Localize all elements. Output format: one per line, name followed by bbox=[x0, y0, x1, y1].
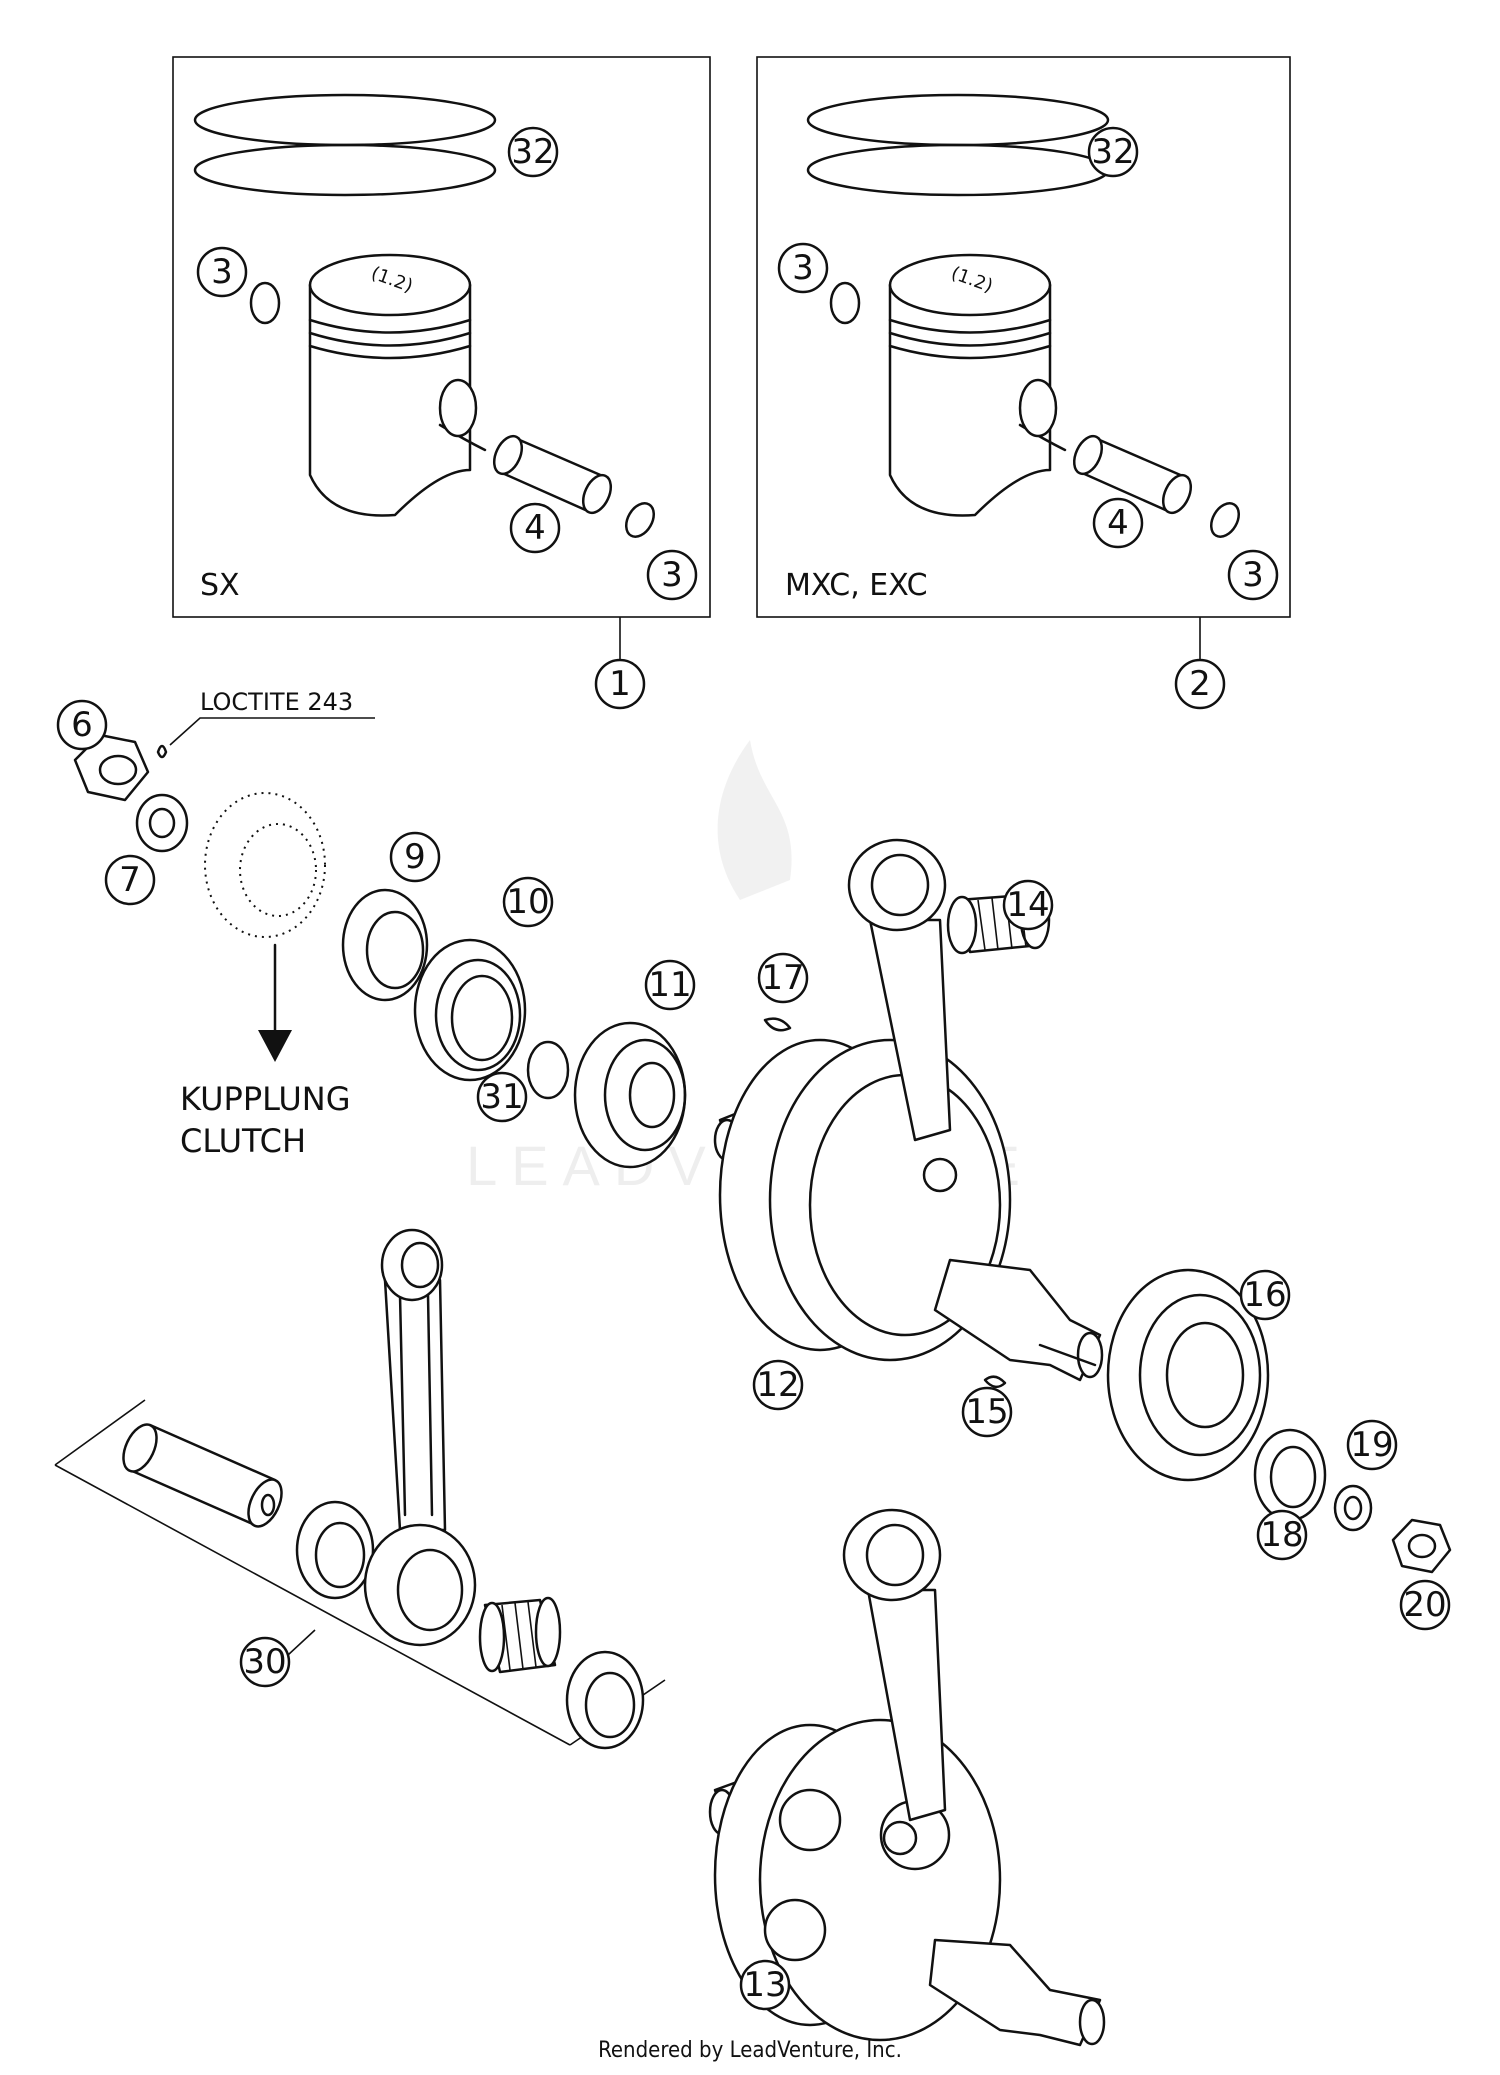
callout-12: 12 bbox=[752, 1359, 804, 1411]
callout-14: 14 bbox=[1002, 879, 1054, 931]
svg-text:30: 30 bbox=[243, 1642, 286, 1682]
callout-3: 3 bbox=[1227, 549, 1279, 601]
svg-text:3: 3 bbox=[211, 252, 233, 292]
callout-10: 10 bbox=[502, 876, 554, 928]
callout-13: 13 bbox=[739, 1959, 791, 2011]
crankshaft-sx bbox=[713, 838, 1104, 1389]
piston-ring bbox=[193, 143, 497, 197]
svg-text:3: 3 bbox=[661, 555, 683, 595]
svg-text:6: 6 bbox=[71, 705, 93, 745]
box-sx bbox=[172, 56, 711, 618]
piston-pin-boss bbox=[438, 378, 478, 438]
spacer bbox=[341, 888, 429, 1002]
o-ring bbox=[526, 1040, 570, 1100]
box-sx-label: SX bbox=[200, 568, 240, 603]
piston-kit-mxc-exc: (1.2) MXC, EXC bbox=[756, 56, 1291, 618]
svg-text:14: 14 bbox=[1006, 885, 1049, 925]
svg-text:11: 11 bbox=[648, 965, 691, 1005]
circlip bbox=[1210, 502, 1240, 538]
piston-pin-boss bbox=[1018, 378, 1058, 438]
clutch-gear-dotted: KUPPLUNG CLUTCH bbox=[180, 792, 351, 1160]
callout-3: 3 bbox=[777, 242, 829, 294]
callout-20: 20 bbox=[1399, 1579, 1451, 1631]
wrist-pin bbox=[492, 434, 613, 515]
callout-7: 7 bbox=[104, 854, 156, 906]
svg-text:18: 18 bbox=[1260, 1515, 1303, 1555]
roller-bearing bbox=[1106, 1268, 1270, 1482]
svg-text:3: 3 bbox=[792, 248, 814, 288]
svg-text:20: 20 bbox=[1403, 1585, 1446, 1625]
callout-1: 1 bbox=[594, 658, 646, 710]
svg-text:19: 19 bbox=[1350, 1425, 1393, 1465]
loctite-drop bbox=[156, 744, 168, 759]
svg-text:9: 9 bbox=[404, 837, 426, 877]
loctite-label: LOCTITE 243 bbox=[200, 688, 353, 716]
callout-31: 31 bbox=[476, 1071, 528, 1123]
crankshaft-mxc-exc bbox=[708, 1508, 1106, 2047]
callout-3: 3 bbox=[196, 246, 248, 298]
svg-text:10: 10 bbox=[506, 882, 549, 922]
svg-text:7: 7 bbox=[119, 860, 141, 900]
svg-text:31: 31 bbox=[480, 1077, 523, 1117]
arrow-down-icon bbox=[258, 1030, 292, 1062]
svg-text:17: 17 bbox=[761, 958, 804, 998]
svg-text:13: 13 bbox=[743, 1965, 786, 2005]
woodruff-key bbox=[763, 1017, 792, 1032]
piston-kit-sx: (1.2) SX bbox=[172, 56, 711, 618]
callout-16: 16 bbox=[1239, 1269, 1291, 1321]
svg-text:4: 4 bbox=[524, 508, 546, 548]
washer bbox=[1333, 1484, 1373, 1532]
svg-text:15: 15 bbox=[965, 1392, 1008, 1432]
seals-bearings-right bbox=[1106, 1268, 1452, 1574]
circlip bbox=[249, 281, 281, 325]
callout-11: 11 bbox=[644, 959, 696, 1011]
piston-ring bbox=[193, 93, 497, 147]
nut bbox=[1391, 1518, 1452, 1574]
conrod-kit bbox=[54, 1228, 666, 1750]
piston-ring bbox=[806, 143, 1110, 197]
circlip bbox=[625, 502, 655, 538]
callout-2: 2 bbox=[1174, 658, 1226, 710]
piston-ring bbox=[806, 93, 1110, 147]
wrist-pin bbox=[1072, 434, 1193, 515]
svg-text:3: 3 bbox=[1242, 555, 1264, 595]
callout-32: 32 bbox=[507, 126, 559, 178]
woodruff-key bbox=[983, 1375, 1007, 1389]
callout-9: 9 bbox=[389, 831, 441, 883]
callout-30: 30 bbox=[239, 1636, 291, 1688]
callout-4: 4 bbox=[509, 502, 561, 554]
kupplung-label: KUPPLUNG bbox=[180, 1080, 351, 1118]
clutch-label: CLUTCH bbox=[180, 1122, 306, 1160]
box-mxc-exc-label: MXC, EXC bbox=[785, 568, 928, 603]
footer-credit: Rendered by LeadVenture, Inc. bbox=[598, 2038, 902, 2063]
lock-washer bbox=[135, 793, 189, 853]
box-mxc-exc bbox=[756, 56, 1291, 618]
callout-4: 4 bbox=[1092, 497, 1144, 549]
seals-bearings-left bbox=[341, 888, 792, 1169]
callout-32: 32 bbox=[1087, 126, 1139, 178]
nut-and-washer: LOCTITE 243 bbox=[73, 688, 375, 853]
svg-text:12: 12 bbox=[756, 1365, 799, 1405]
svg-text:4: 4 bbox=[1107, 503, 1129, 543]
callout-19: 19 bbox=[1346, 1419, 1398, 1471]
callout-15: 15 bbox=[961, 1386, 1013, 1438]
callout-6: 6 bbox=[56, 699, 108, 751]
svg-text:32: 32 bbox=[511, 132, 554, 172]
svg-text:16: 16 bbox=[1243, 1275, 1286, 1315]
circlip bbox=[829, 281, 861, 325]
svg-text:2: 2 bbox=[1189, 664, 1211, 704]
svg-text:32: 32 bbox=[1091, 132, 1134, 172]
callout-18: 18 bbox=[1256, 1509, 1308, 1561]
callout-17: 17 bbox=[757, 952, 809, 1004]
svg-text:1: 1 bbox=[609, 664, 631, 704]
callout-3: 3 bbox=[646, 549, 698, 601]
